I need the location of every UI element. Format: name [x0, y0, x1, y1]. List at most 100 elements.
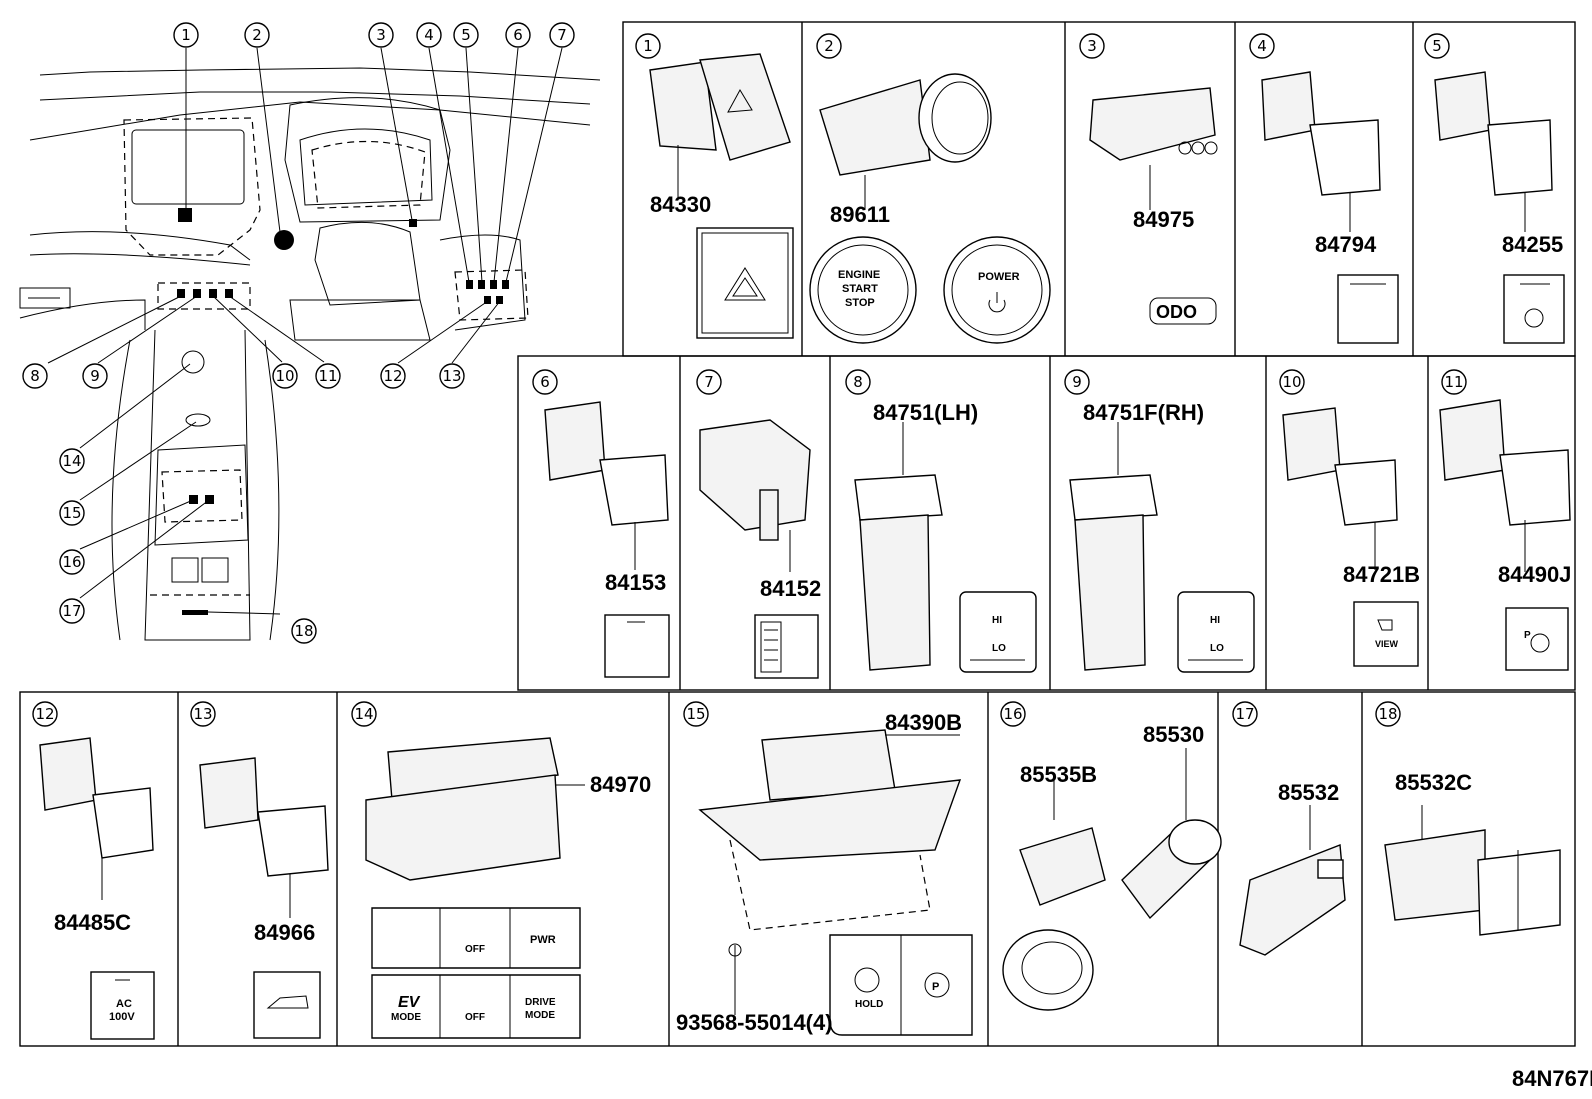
callout-number: 11 [318, 367, 337, 385]
drive-mode-label: MODE [525, 1010, 555, 1021]
dashboard-overview [19, 67, 601, 641]
engine-label: ENGINE [838, 269, 880, 281]
power-label: POWER [978, 271, 1020, 283]
callout-number: 10 [275, 367, 294, 385]
callout-number: 8 [853, 373, 863, 391]
callout-circle [1424, 33, 1450, 59]
callout-circle [190, 701, 216, 727]
callout-circle [59, 598, 85, 624]
callout-number: 6 [540, 373, 550, 391]
callout-circle [351, 701, 377, 727]
callout-circle [380, 363, 406, 389]
callout-circle [816, 33, 842, 59]
callout-circle [1064, 369, 1090, 395]
wiper-switch-drawing [1261, 71, 1399, 344]
callout-number: 4 [1257, 37, 1267, 55]
callout-circle [272, 363, 298, 389]
stop-label: STOP [845, 297, 875, 309]
callout-circle [505, 22, 531, 48]
callout-number: 9 [1072, 373, 1082, 391]
parking-p-label: P [932, 981, 939, 993]
part-number-84255: 84255 [1502, 232, 1563, 257]
part-number-84490j: 84490J [1498, 562, 1571, 587]
drive-mode-switch-drawing [365, 737, 585, 1039]
callout-number: 15 [62, 504, 81, 522]
part-number-84970: 84970 [590, 772, 651, 797]
overview-leaders [47, 47, 563, 615]
hi-label-rh: HI [1210, 615, 1220, 626]
callout-number: 18 [1378, 705, 1397, 723]
hazard-switch-drawing [649, 53, 794, 339]
callout-circle [315, 363, 341, 389]
part-number-84966: 84966 [254, 920, 315, 945]
callout-circle [173, 22, 199, 48]
callout-circle [1249, 33, 1275, 59]
callout-number: 16 [62, 553, 81, 571]
callout-number: 15 [686, 705, 705, 723]
tailgate-switch-drawing [199, 757, 329, 1039]
callout-number: 13 [442, 367, 461, 385]
heated-wheel-switch-drawing [1434, 71, 1565, 344]
callout-number: 7 [557, 26, 567, 44]
callout-number: 6 [513, 26, 523, 44]
callout-circle [635, 33, 661, 59]
callout-number: 11 [1444, 373, 1463, 391]
ev-mode-label: MODE [391, 1012, 421, 1023]
ev-label: EV [398, 994, 421, 1011]
callout-number: 7 [704, 373, 714, 391]
callout-circle [291, 618, 317, 644]
part-numbers: 84330 89611 84975 84794 84255 84153 8415… [54, 192, 1571, 1035]
usb-port-drawing [1239, 805, 1346, 956]
callout-circle [549, 22, 575, 48]
callout-circle [1000, 701, 1026, 727]
callout-circle [59, 549, 85, 575]
part-number-84751f-rh: 84751F(RH) [1083, 400, 1204, 425]
callout-circle [244, 22, 270, 48]
lo-label-lh: LO [992, 643, 1006, 654]
100v-label: 100V [109, 1011, 135, 1023]
off-label-2: OFF [465, 1012, 485, 1023]
p-label: P [1524, 630, 1531, 641]
callout-circle [1375, 701, 1401, 727]
parking-assist-switch-drawing [1439, 399, 1571, 671]
callout-number: 5 [1432, 37, 1442, 55]
callout-number: 2 [252, 26, 262, 44]
callout-number: 5 [461, 26, 471, 44]
callout-circle [1279, 369, 1305, 395]
hold-label: HOLD [855, 999, 883, 1010]
part-number-85530: 85530 [1143, 722, 1204, 747]
callout-number: 12 [35, 705, 54, 723]
cell-grid [19, 21, 1576, 1047]
callout-number: 3 [376, 26, 386, 44]
callout-number: 17 [62, 602, 81, 620]
part-number-84975: 84975 [1133, 207, 1194, 232]
part-number-84751-lh: 84751(LH) [873, 400, 978, 425]
callout-circle [1441, 369, 1467, 395]
hold-switch-drawing [698, 729, 973, 1036]
odo-switch-drawing [1089, 87, 1218, 325]
callout-circle [439, 363, 465, 389]
part-number-85532: 85532 [1278, 780, 1339, 805]
callout-number: 14 [62, 452, 81, 470]
lo-label-rh: LO [1210, 643, 1224, 654]
odo-label: ODO [1156, 302, 1197, 322]
callout-number: 12 [383, 367, 402, 385]
part-number-84390b: 84390B [885, 710, 962, 735]
usb-hub-drawing [1384, 805, 1561, 936]
callout-number: 10 [1282, 373, 1301, 391]
callout-number: 14 [354, 705, 373, 723]
part-number-84153: 84153 [605, 570, 666, 595]
headlamp-switch-drawing [544, 401, 670, 678]
callout-number: 9 [90, 367, 100, 385]
callout-number: 1 [181, 26, 191, 44]
callout-number: 3 [1087, 37, 1097, 55]
callout-number: 4 [424, 26, 434, 44]
callout-circle [22, 363, 48, 389]
ac100v-switch-drawing [39, 737, 155, 1040]
callout-number: 17 [1235, 705, 1254, 723]
power-outlet-drawing [1002, 748, 1222, 1011]
callout-circle [1232, 701, 1258, 727]
